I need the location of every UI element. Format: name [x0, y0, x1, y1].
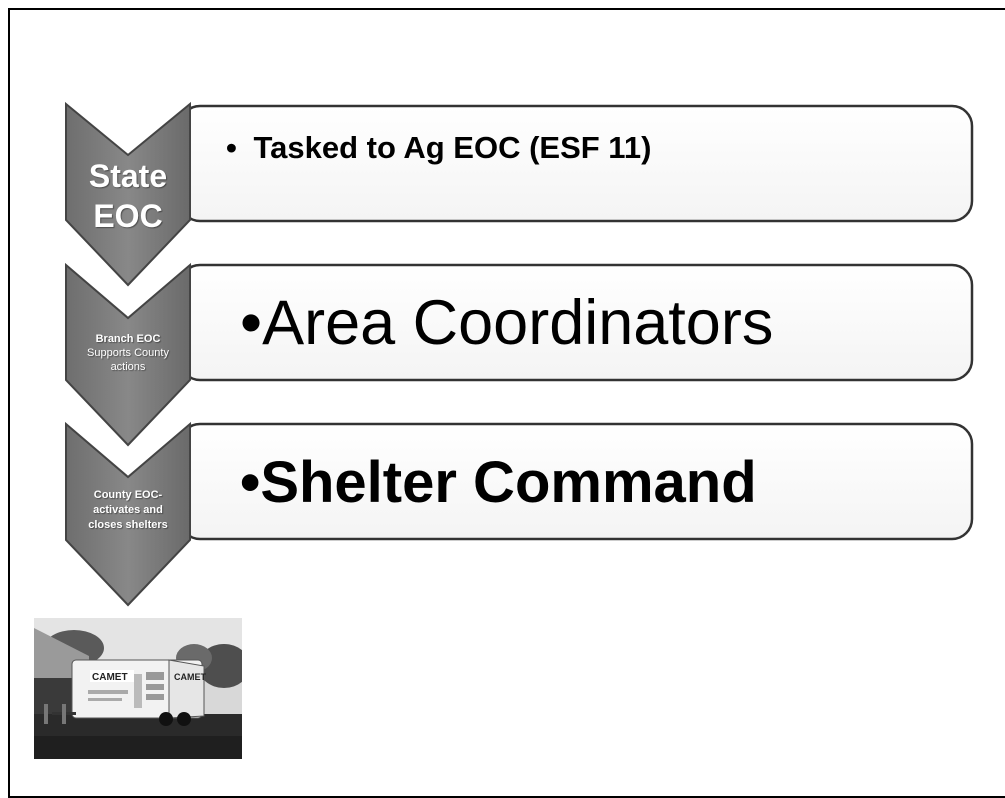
row1-text: • Tasked to Ag EOC (ESF 11) — [226, 128, 651, 168]
row2-bullet: • — [240, 288, 263, 358]
row3-chevron — [65, 421, 191, 607]
trailer-photo: CAMET CAMET — [34, 618, 242, 759]
row3-chevron-title: County EOC- — [93, 488, 163, 501]
row1-chevron-title: State — [88, 158, 168, 194]
row3-chevron-title2: activates and — [93, 503, 163, 516]
row2-chevron-label: Branch EOC Supports County actions — [66, 326, 190, 380]
row3-chevron-label: County EOC- activates and closes shelter… — [66, 483, 190, 537]
row2-chevron — [65, 262, 191, 447]
row3-chevron-title3: closes shelters — [88, 518, 168, 531]
row2-label: Area Coordinators — [262, 288, 774, 358]
row1-chevron-title2: EOC — [93, 198, 163, 234]
diagram: State EOC Branch EOC Supports County act… — [34, 101, 974, 759]
row3-text: •Shelter Command — [240, 444, 757, 522]
row1-chevron-label: State EOC — [66, 148, 190, 244]
row3-bullet: • — [240, 450, 261, 515]
row1-bullet: • — [226, 130, 237, 165]
row1-chevron — [65, 101, 191, 287]
trailer-label: CAMET — [92, 672, 128, 683]
row2-chevron-sub: Supports County — [87, 347, 169, 359]
row1-label: Tasked to Ag EOC (ESF 11) — [253, 130, 652, 165]
diagram-shapes — [65, 101, 974, 607]
trailer-label-side: CAMET — [174, 672, 206, 682]
row2-chevron-title: Branch EOC — [95, 333, 161, 345]
row2-text: •Area Coordinators — [240, 284, 773, 362]
row2-chevron-sub2: actions — [110, 361, 146, 373]
row3-label: Shelter Command — [260, 450, 757, 515]
trailer-photo-drawing: CAMET CAMET — [34, 618, 242, 759]
